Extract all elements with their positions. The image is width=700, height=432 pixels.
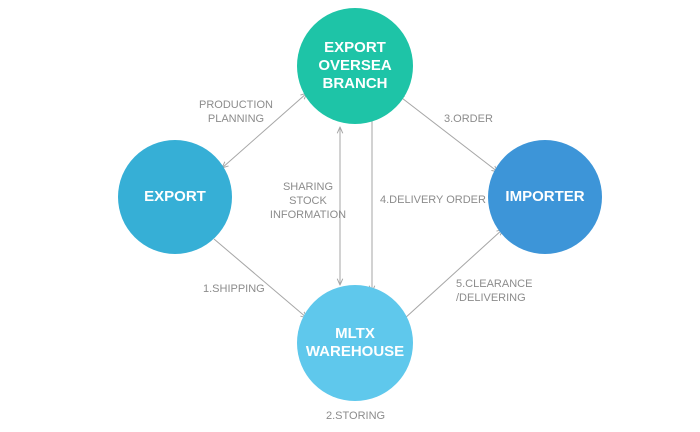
edge-label-line: /DELIVERING (456, 292, 526, 304)
node-mltx-warehouse: MLTX WAREHOUSE (297, 285, 413, 401)
edge-label-line: 4.DELIVERY ORDER (380, 194, 486, 206)
node-label-line: EXPORT (324, 39, 386, 56)
edge-label-order: 3.ORDER (444, 112, 493, 126)
arrow-export-branch (222, 93, 307, 168)
node-label-line: IMPORTER (505, 188, 585, 205)
node-label-line: MLTX (335, 325, 375, 342)
edge-label-line: PRODUCTION (199, 99, 273, 111)
edge-label-sharing-stock-information: SHARING STOCK INFORMATION (264, 180, 352, 222)
edge-label-line: 3.ORDER (444, 113, 493, 125)
edge-label-line: 2.STORING (326, 410, 386, 422)
edge-label-storing: 2.STORING (326, 409, 385, 423)
edge-label-line: 1.SHIPPING (203, 283, 265, 295)
edge-label-line: PLANNING (207, 113, 265, 125)
node-label-line: WAREHOUSE (305, 343, 405, 360)
node-label-line: OVERSEA (318, 57, 392, 74)
edge-label-shipping: 1.SHIPPING (203, 282, 265, 296)
edge-label-line: INFORMATION (269, 209, 347, 221)
edge-label-delivery-order: 4.DELIVERY ORDER (380, 193, 486, 207)
edge-label-line: 5.CLEARANCE (456, 278, 533, 290)
edge-label-production-planning: PRODUCTION PLANNING (196, 98, 276, 126)
edge-label-line: SHARING (282, 181, 334, 193)
node-label-line: EXPORT (144, 188, 206, 205)
arrow-clearance (403, 229, 503, 320)
node-label-line: BRANCH (322, 75, 388, 92)
edge-label-line: STOCK (289, 195, 327, 207)
node-importer: IMPORTER (488, 140, 602, 254)
arrow-branch-importer (398, 95, 498, 172)
node-export: EXPORT (118, 140, 232, 254)
arrow-shipping (213, 238, 307, 318)
node-export-oversea-branch: EXPORT OVERSEA BRANCH (297, 8, 413, 124)
edge-label-clearance-delivering: 5.CLEARANCE /DELIVERING (456, 277, 532, 305)
